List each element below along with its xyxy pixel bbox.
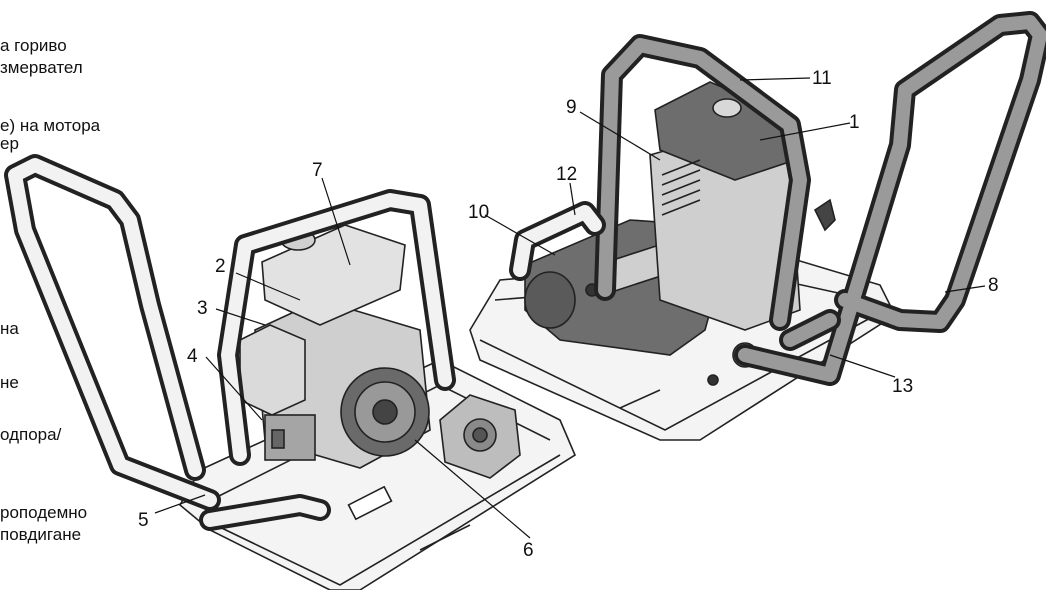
callout-5: 5 bbox=[138, 510, 149, 531]
callout-3: 3 bbox=[197, 298, 208, 319]
legend-line-gauge: змервател bbox=[0, 58, 83, 77]
callout-6: 6 bbox=[523, 540, 534, 561]
callout-numbers: 1 2 3 4 5 6 7 8 9 10 11 12 13 bbox=[138, 68, 999, 561]
legend-line-lift: повдигане bbox=[0, 525, 82, 544]
legend-line-fuel: а гориво bbox=[0, 36, 67, 55]
callout-13: 13 bbox=[892, 376, 913, 397]
callout-12: 12 bbox=[556, 164, 577, 185]
leader-lines bbox=[154, 77, 986, 539]
legend-line-4: на bbox=[0, 319, 19, 338]
callout-9: 9 bbox=[566, 97, 577, 118]
callout-1: 1 bbox=[849, 112, 860, 133]
right-plate-compactor bbox=[469, 11, 1046, 441]
callout-10: 10 bbox=[468, 202, 489, 223]
callout-7: 7 bbox=[312, 160, 323, 181]
legend-line-support: одпора/ bbox=[0, 425, 62, 444]
callout-2: 2 bbox=[215, 256, 226, 277]
callout-11: 11 bbox=[812, 68, 832, 89]
callout-8: 8 bbox=[988, 275, 999, 296]
legend-line-lifting: роподемно bbox=[0, 503, 88, 522]
legend-line-filter: ер bbox=[0, 134, 19, 153]
left-plate-compactor bbox=[4, 154, 577, 590]
callout-4: 4 bbox=[187, 346, 198, 367]
legend-line-engine: е) на мотора bbox=[0, 116, 101, 135]
legend-line-5: не bbox=[0, 373, 19, 392]
left-air-filter bbox=[239, 324, 306, 416]
